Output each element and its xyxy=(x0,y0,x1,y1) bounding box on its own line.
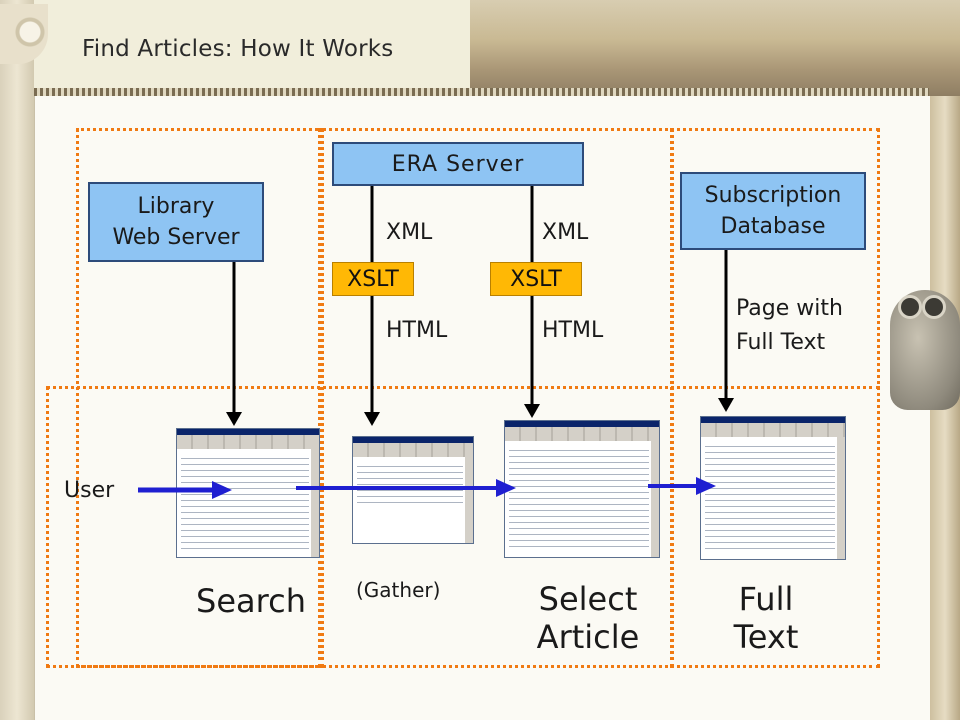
flow-arrowhead-2 xyxy=(696,477,716,495)
search-page-screenshot xyxy=(176,428,320,558)
flow-arrowhead-1 xyxy=(496,479,516,497)
full-text-page-screenshot xyxy=(700,416,846,560)
html-label-left: HTML xyxy=(386,318,448,343)
xml-label-right: XML xyxy=(542,220,589,245)
user-label: User xyxy=(64,478,115,503)
library-web-server-label: Library Web Server xyxy=(112,194,240,250)
header-divider xyxy=(34,88,929,96)
column-scroll-ornament xyxy=(0,4,48,64)
html-label-right: HTML xyxy=(542,318,604,343)
subscription-database-box: Subscription Database xyxy=(680,172,866,250)
xslt-label-left: XSLT xyxy=(347,266,399,292)
user-arrowhead xyxy=(212,481,232,499)
results-page-screenshot xyxy=(504,420,660,558)
xml-label-left: XML xyxy=(386,220,433,245)
down-arrowheads xyxy=(226,398,734,426)
step-search-label: Search xyxy=(196,582,306,620)
era-server-label: ERA Server xyxy=(391,151,525,177)
user-interface-region xyxy=(46,386,880,668)
xslt-label-right: XSLT xyxy=(510,266,562,292)
step-full-text-label: Full Text xyxy=(733,580,799,656)
library-web-server-box: Library Web Server xyxy=(88,182,264,262)
user-flow-arrow xyxy=(138,477,716,499)
xslt-box-right: XSLT xyxy=(490,262,582,296)
slide-title: Find Articles: How It Works xyxy=(82,36,394,62)
decorative-column-left xyxy=(0,0,34,720)
xslt-box-left: XSLT xyxy=(332,262,414,296)
era-server-box: ERA Server xyxy=(332,142,584,186)
page-with-full-text-label: Page with Full Text xyxy=(736,296,843,355)
owl-eyes xyxy=(897,298,947,318)
down-arrows xyxy=(232,186,728,414)
subscription-database-label: Subscription Database xyxy=(704,183,842,239)
step-select-article-label: Select Article xyxy=(536,580,640,656)
step-gather-label: (Gather) xyxy=(356,578,441,602)
header-photo xyxy=(470,0,960,100)
